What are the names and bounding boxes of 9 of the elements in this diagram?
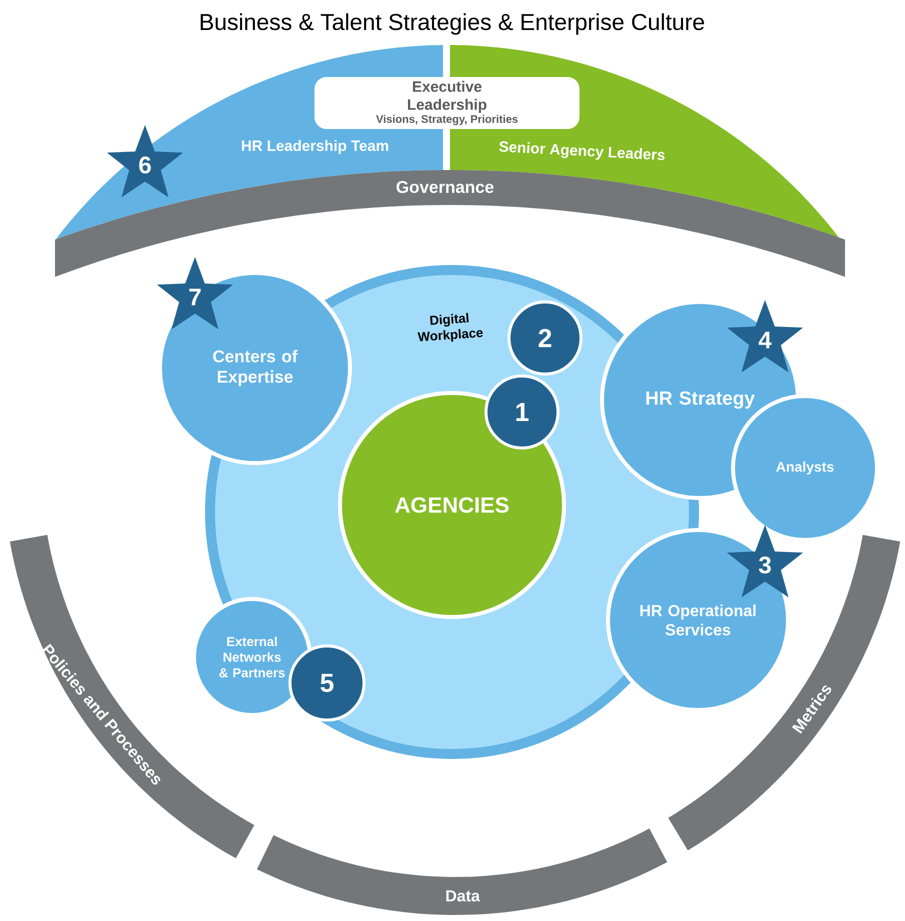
number-badge: 5 [288, 644, 366, 722]
leadership-box: Executive Leadership Visions, Strategy, Priorities [314, 77, 580, 129]
star-badge: 4 [726, 300, 804, 372]
number-badge: 2 [508, 300, 582, 376]
star-badge: 3 [726, 525, 804, 598]
number-badge: 1 [484, 374, 560, 450]
arc-band: Data [256, 828, 668, 915]
heading-text: Business & Talent Strategies & Enterprise Culture [200, 13, 704, 35]
star-badge: 7 [156, 257, 234, 330]
